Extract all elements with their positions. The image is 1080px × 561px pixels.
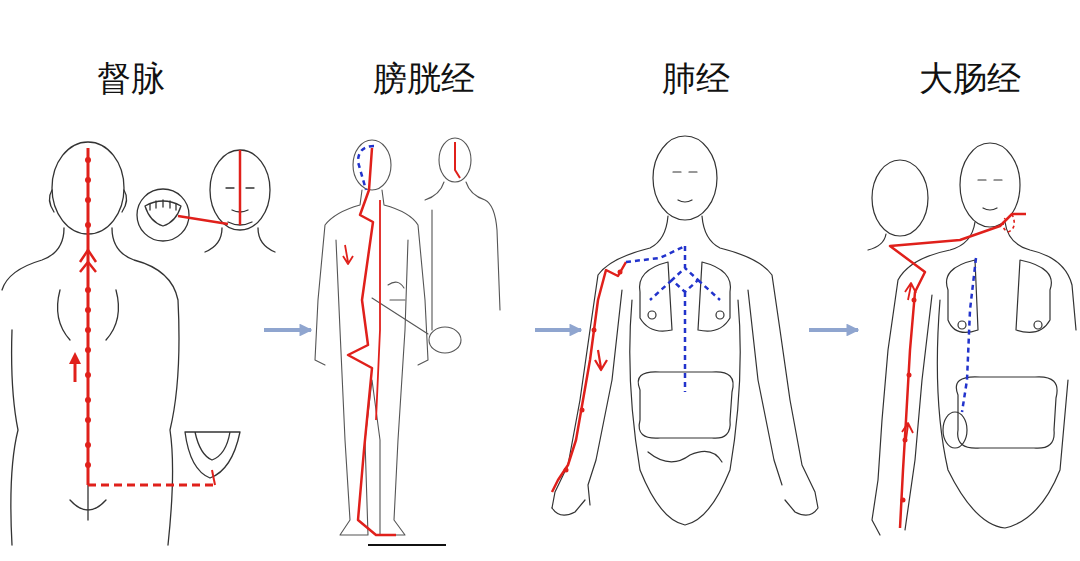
meridian-panel: 大肠经 (862, 40, 1078, 545)
panel-title: 肺经 (585, 58, 807, 98)
meridian-panel: 膀胱经 (315, 40, 533, 545)
meridian-panel: 肺经 (585, 40, 807, 545)
panel-title: 大肠经 (862, 58, 1078, 98)
flow-arrow (264, 328, 311, 332)
meridian-panel: 督脉 (0, 40, 262, 545)
panel-title: 督脉 (0, 58, 262, 98)
flow-arrow (809, 328, 858, 332)
panel-title: 膀胱经 (315, 58, 533, 98)
flow-arrow (535, 328, 581, 332)
